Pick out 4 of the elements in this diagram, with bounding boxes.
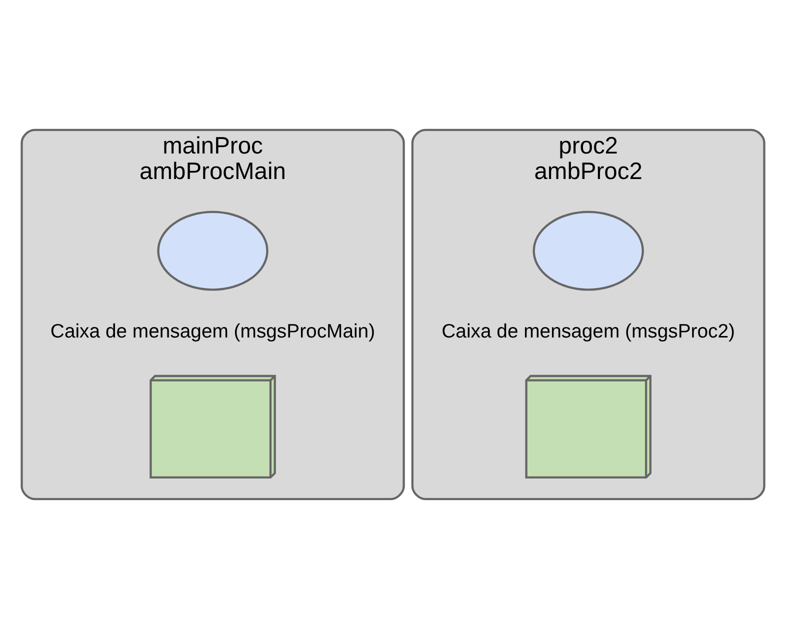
- node-label: Caixa de mensagem (msgsProcMain): [50, 320, 376, 342]
- node-ellipse: [157, 210, 268, 290]
- node-ellipse: [532, 210, 644, 290]
- node-label: Caixa de mensagem (msgsProc2): [442, 320, 736, 342]
